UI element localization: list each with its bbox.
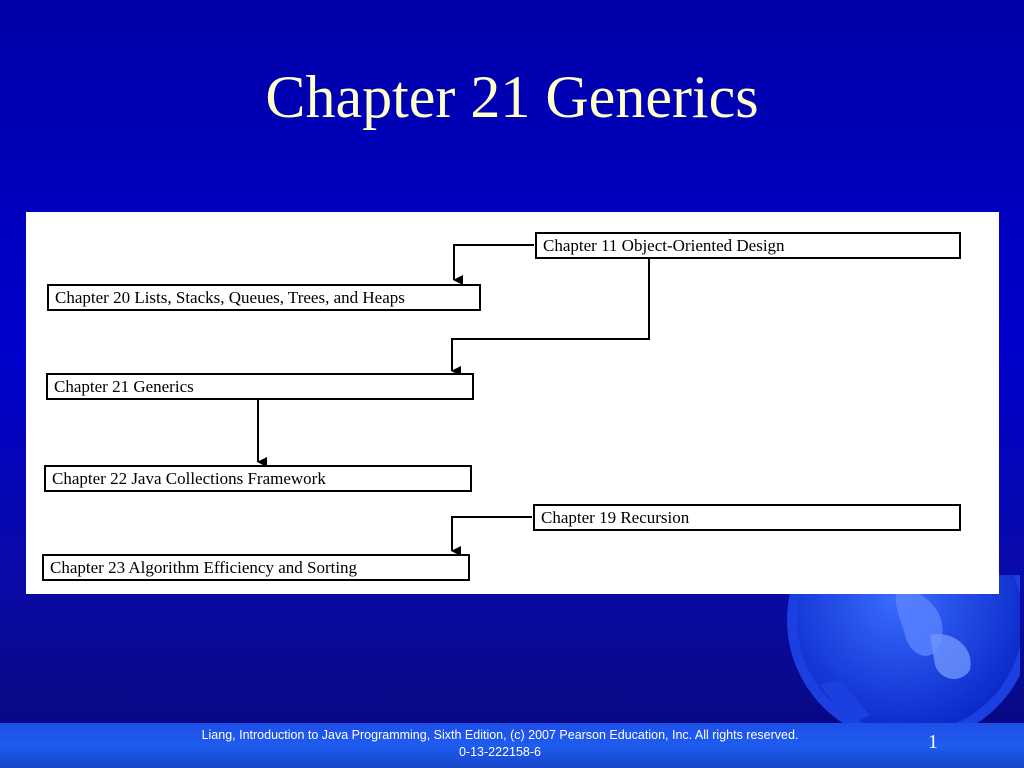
node-chapter-20: Chapter 20 Lists, Stacks, Queues, Trees,… [47,284,481,311]
node-chapter-23: Chapter 23 Algorithm Efficiency and Sort… [42,554,470,581]
node-chapter-21: Chapter 21 Generics [46,373,474,400]
edge-ch11-ch21 [451,259,650,376]
footer-copyright: Liang, Introduction to Java Programming,… [201,728,799,759]
slide-title: Chapter 21 Generics [265,64,759,130]
edge-ch11-ch20 [453,244,534,285]
footer-bar: Liang, Introduction to Java Programming,… [0,723,1024,768]
dependency-diagram: Chapter 11 Object-Oriented Design Chapte… [26,212,999,594]
node-chapter-19: Chapter 19 Recursion [533,504,961,531]
page-number: 1 [928,731,938,753]
edge-ch19-ch23 [451,516,532,556]
diagram-connectors [257,244,650,556]
globe-icon [787,575,1020,735]
node-chapter-11: Chapter 11 Object-Oriented Design [535,232,961,259]
node-chapter-22: Chapter 22 Java Collections Framework [44,465,472,492]
